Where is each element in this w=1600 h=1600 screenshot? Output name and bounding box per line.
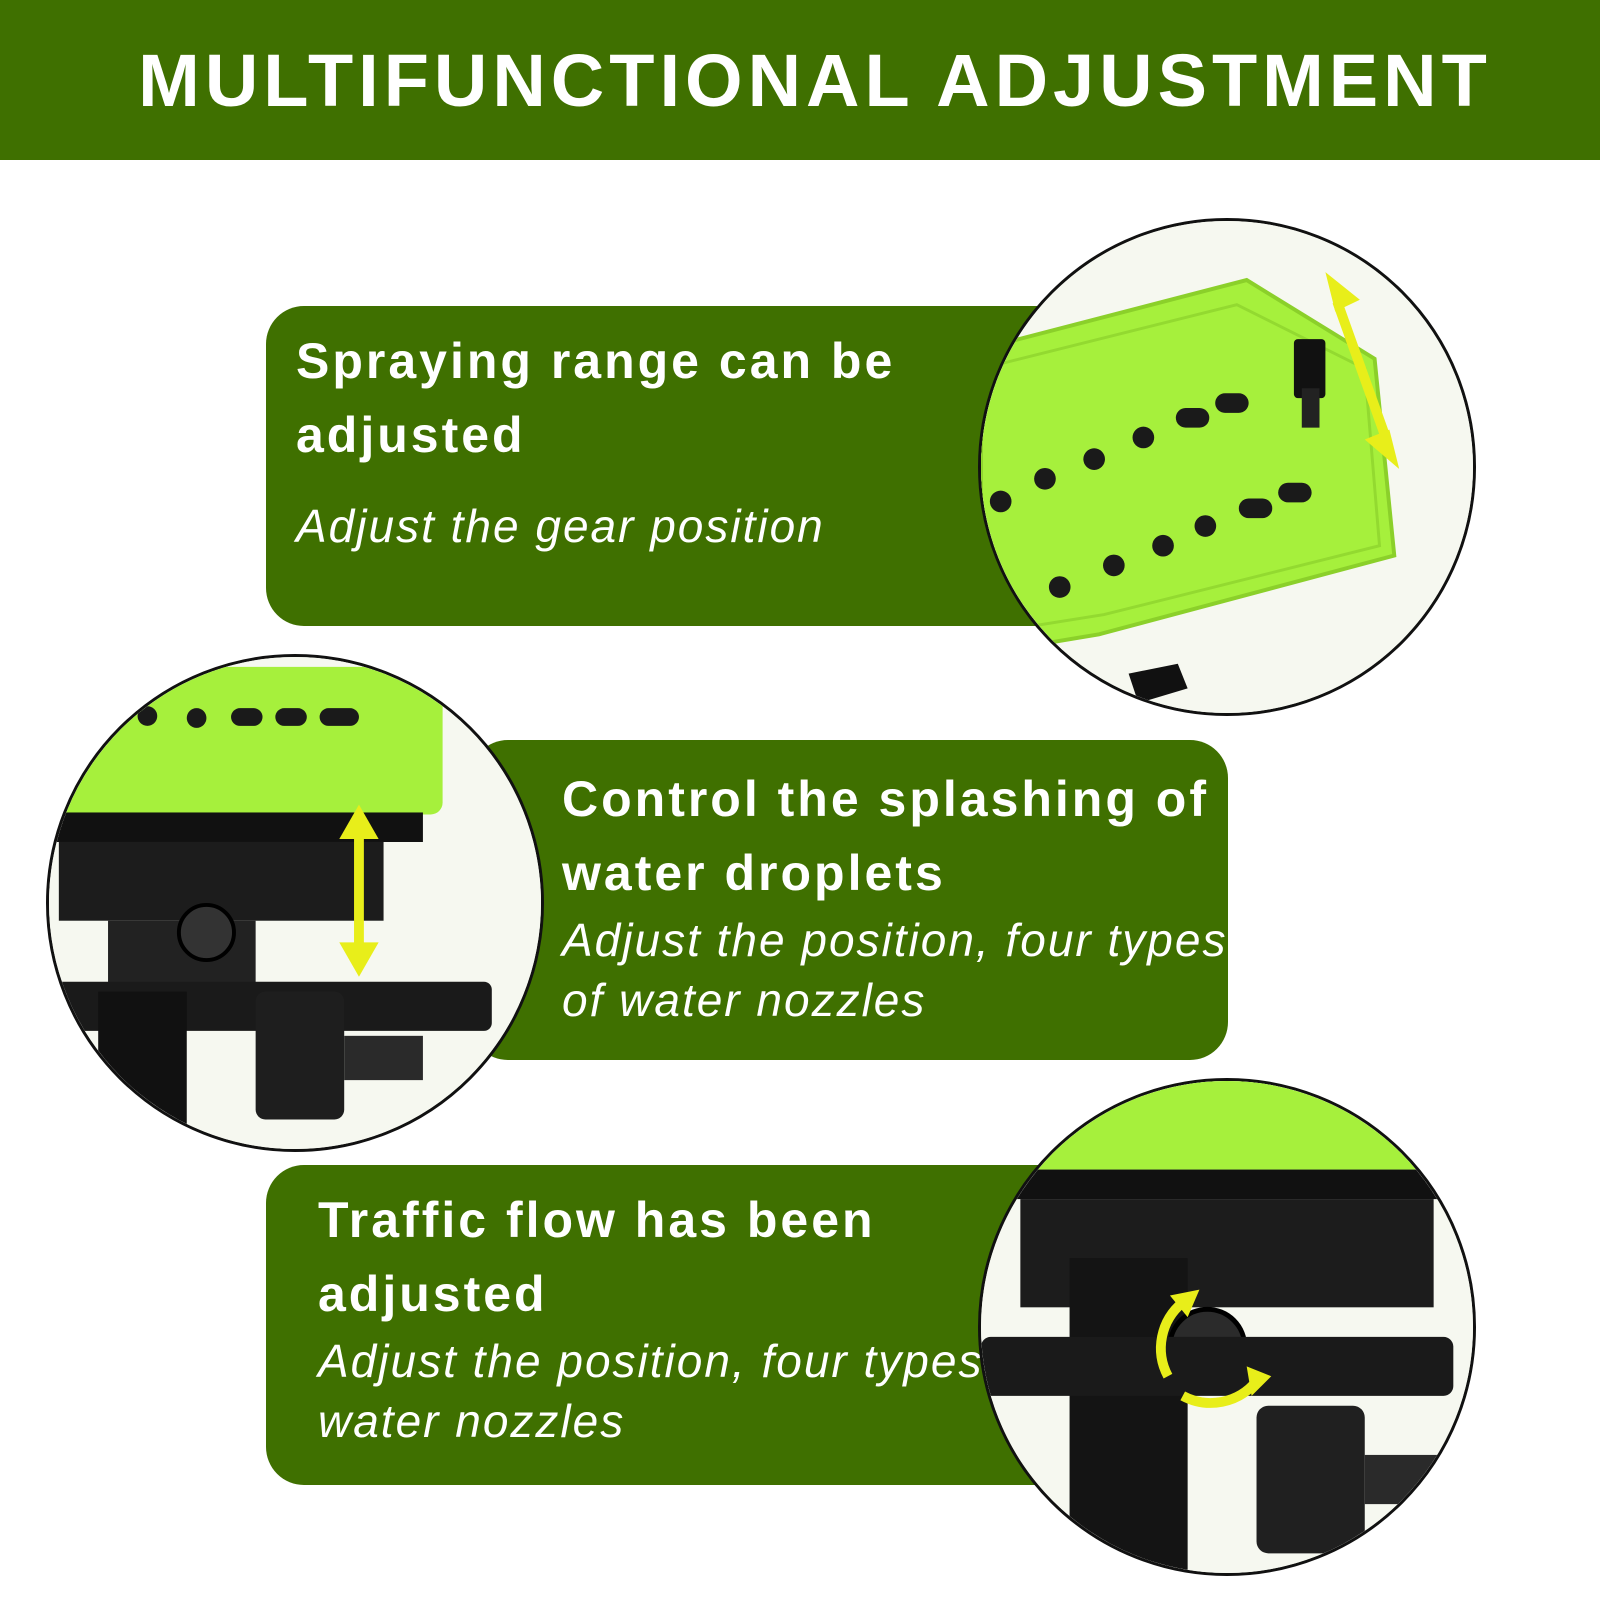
feature-subtitle: Adjust the gear position [296, 500, 825, 552]
feature-card-traffic-flow: Traffic flow has been adjusted Adjust th… [266, 1165, 1086, 1485]
sprinkler-valve-closeup-image [978, 1078, 1476, 1576]
sprinkler-gear-illustration [981, 221, 1473, 713]
feature-subtitle: Adjust the position, four types of water… [318, 1335, 1041, 1447]
feature-card-spraying-range: Spraying range can be adjusted Adjust th… [266, 306, 1086, 626]
sprinkler-valve-illustration [981, 1081, 1473, 1573]
feature-subtitle: Adjust the position, four types of water… [562, 914, 1228, 1026]
sprinkler-side-closeup-image [46, 654, 544, 1152]
sprinkler-top-closeup-image [978, 218, 1476, 716]
sprinkler-height-illustration [49, 657, 541, 1149]
page-title: MULTIFUNCTIONAL ADJUSTMENT [138, 38, 1492, 122]
feature-card-splashing-control: Control the splashing of water droplets … [470, 740, 1228, 1060]
feature-title: Control the splashing of water droplets [562, 771, 1209, 901]
feature-title: Spraying range can be adjusted [296, 333, 896, 463]
feature-title: Traffic flow has been adjusted [318, 1192, 876, 1322]
header-banner: MULTIFUNCTIONAL ADJUSTMENT [0, 0, 1600, 160]
